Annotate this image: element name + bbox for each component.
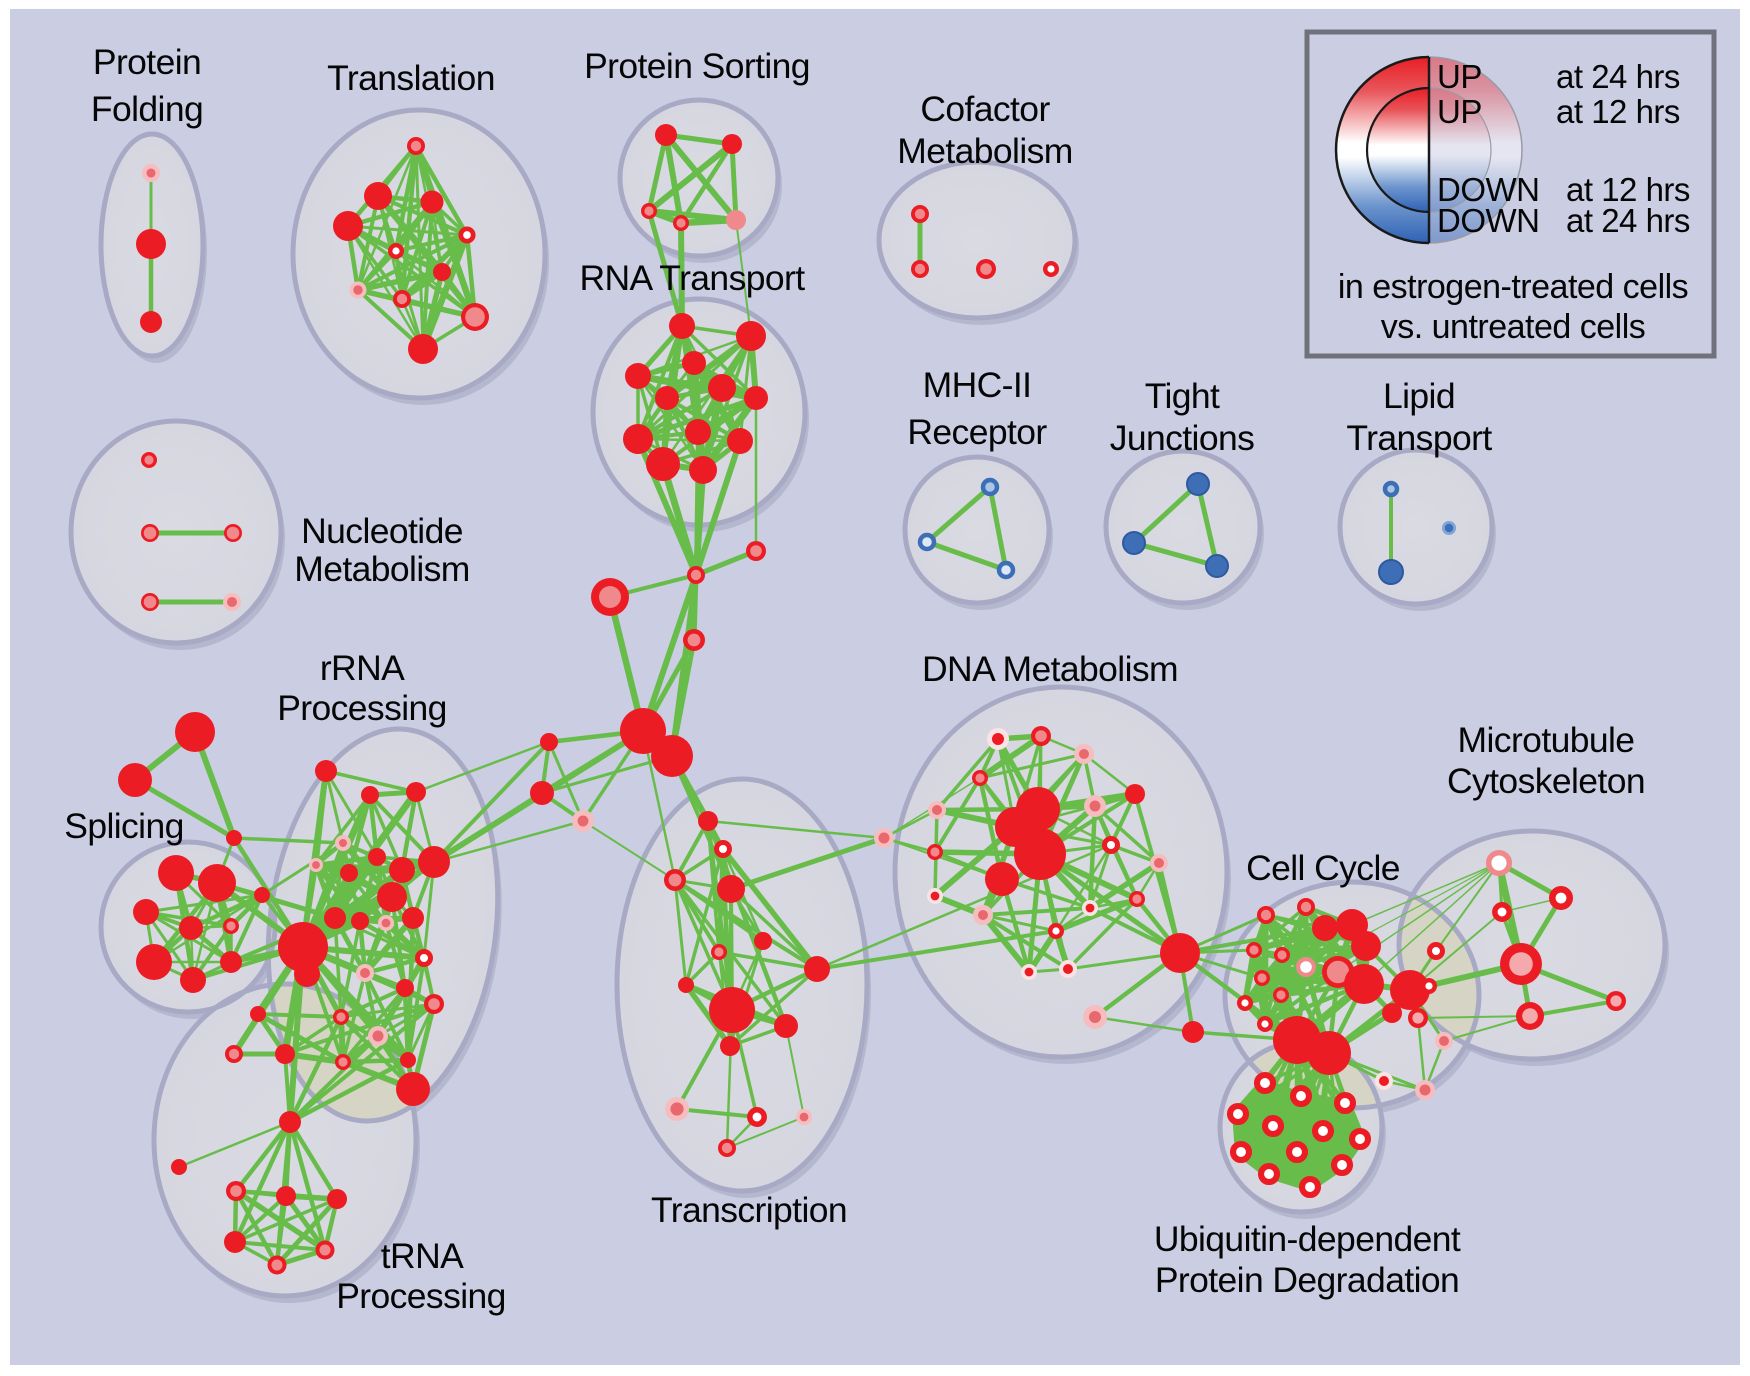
svg-text:at 24 hrs: at 24 hrs: [1566, 202, 1690, 239]
svg-text:DOWN: DOWN: [1437, 171, 1539, 208]
svg-text:Transport: Transport: [1346, 418, 1492, 458]
svg-text:rRNA: rRNA: [320, 648, 405, 688]
svg-text:tRNA: tRNA: [381, 1236, 464, 1276]
svg-text:Processing: Processing: [336, 1276, 506, 1316]
svg-text:Lipid: Lipid: [1383, 376, 1455, 416]
svg-text:Junctions: Junctions: [1110, 418, 1255, 458]
svg-text:Splicing: Splicing: [64, 806, 184, 846]
svg-text:Protein: Protein: [93, 42, 201, 82]
svg-text:Metabolism: Metabolism: [897, 131, 1073, 171]
svg-text:RNA Transport: RNA Transport: [579, 258, 805, 298]
svg-text:in estrogen-treated cells: in estrogen-treated cells: [1338, 268, 1688, 306]
svg-text:Ubiquitin-dependent: Ubiquitin-dependent: [1154, 1219, 1461, 1259]
svg-text:at 12 hrs: at 12 hrs: [1556, 93, 1680, 130]
svg-text:Processing: Processing: [277, 688, 447, 728]
svg-text:Metabolism: Metabolism: [294, 549, 470, 589]
svg-text:DOWN: DOWN: [1437, 202, 1539, 239]
svg-text:at 12 hrs: at 12 hrs: [1566, 171, 1690, 208]
svg-text:Protein Degradation: Protein Degradation: [1155, 1260, 1459, 1300]
svg-text:Nucleotide: Nucleotide: [301, 511, 463, 551]
svg-text:MHC-II: MHC-II: [923, 365, 1032, 405]
svg-text:Translation: Translation: [327, 58, 495, 98]
svg-text:Transcription: Transcription: [651, 1190, 847, 1230]
svg-text:at 24 hrs: at 24 hrs: [1556, 58, 1680, 95]
svg-text:Cytoskeleton: Cytoskeleton: [1447, 761, 1645, 801]
svg-text:Cell Cycle: Cell Cycle: [1246, 848, 1400, 888]
svg-text:Receptor: Receptor: [907, 412, 1047, 452]
svg-text:DNA Metabolism: DNA Metabolism: [922, 649, 1178, 689]
svg-text:Tight: Tight: [1145, 376, 1220, 416]
svg-text:Folding: Folding: [91, 89, 203, 129]
svg-text:UP: UP: [1437, 93, 1482, 130]
svg-text:Protein Sorting: Protein Sorting: [584, 46, 810, 86]
svg-text:UP: UP: [1437, 58, 1482, 95]
svg-text:Cofactor: Cofactor: [920, 89, 1050, 129]
svg-text:vs. untreated cells: vs. untreated cells: [1381, 308, 1646, 346]
svg-text:Microtubule: Microtubule: [1458, 720, 1635, 760]
